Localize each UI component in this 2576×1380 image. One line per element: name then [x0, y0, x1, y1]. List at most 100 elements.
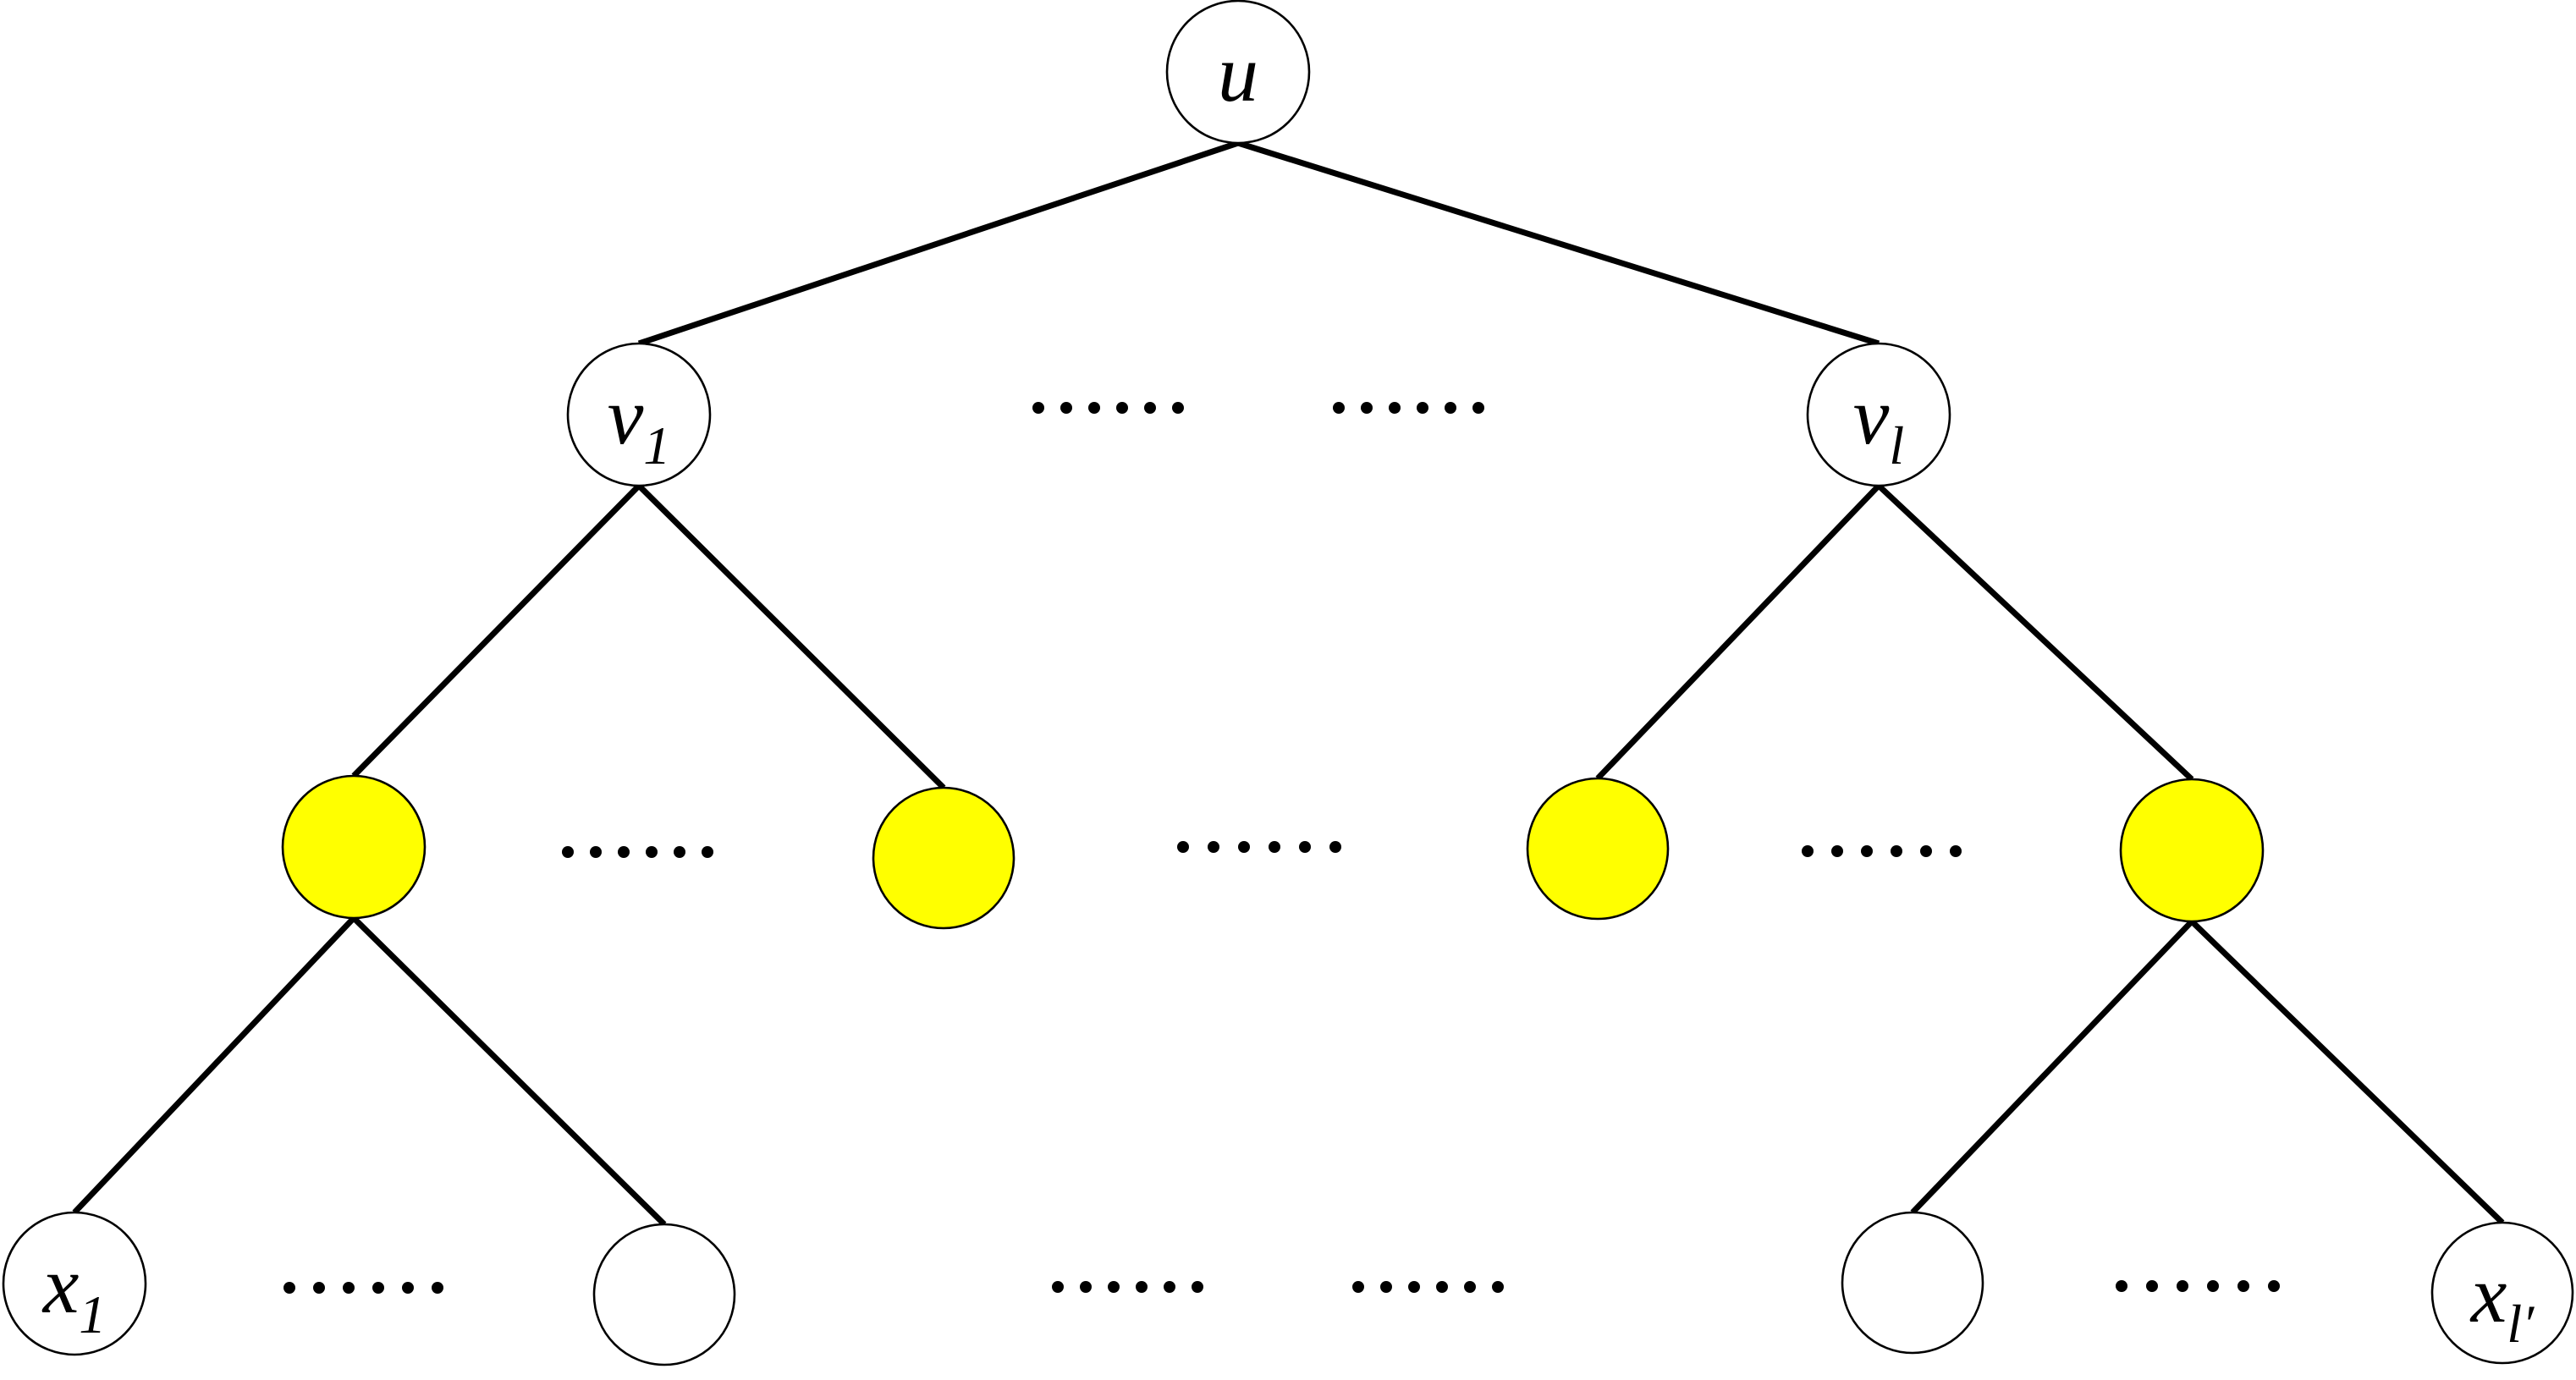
node-y4-circle	[2119, 778, 2265, 923]
ellipsis-dot	[1333, 402, 1345, 414]
ellipsis-dot	[590, 846, 602, 858]
ellipsis-dots-highlighted-2	[562, 846, 713, 858]
ellipsis-dot	[1361, 402, 1373, 414]
ellipsis-dot	[402, 1282, 414, 1294]
node-v1-label-subscript: 1	[643, 415, 670, 476]
ellipsis-dot	[1192, 1281, 1203, 1293]
ellipsis-dot	[2207, 1280, 2219, 1292]
edge-u-v1	[637, 140, 1240, 347]
edge-v1-y2	[636, 483, 946, 790]
ellipsis-dots-leaf-6	[1052, 1281, 1203, 1293]
node-y2-circle	[872, 786, 1016, 930]
node-vl-circle	[1806, 342, 1951, 487]
node-u-circle	[1165, 0, 1311, 145]
ellipsis-dot	[618, 846, 630, 858]
edge-vl-y4	[1876, 483, 2194, 782]
ellipsis-dot	[1208, 841, 1219, 853]
ellipsis-dots-highlighted-4	[1802, 845, 1962, 857]
node-y3-circle	[1526, 777, 1670, 921]
ellipsis-dot	[674, 846, 685, 858]
ellipsis-dot	[2146, 1280, 2158, 1292]
ellipsis-dot	[1445, 402, 1456, 414]
ellipsis-dot	[1269, 841, 1280, 853]
ellipsis-dot	[1052, 1281, 1064, 1293]
ellipsis-dot	[1088, 402, 1100, 414]
node-c1	[592, 1223, 736, 1366]
ellipsis-dot	[313, 1282, 325, 1294]
ellipsis-dot	[1172, 402, 1184, 414]
node-x1-label-subscript: 1	[79, 1284, 106, 1344]
node-c2	[1841, 1211, 1984, 1355]
ellipsis-dot	[702, 846, 713, 858]
ellipsis-dot	[2116, 1280, 2127, 1292]
node-xl-label: xl′	[2469, 1249, 2535, 1354]
ellipsis-dot	[1238, 841, 1250, 853]
edge-y4-xl	[2189, 919, 2505, 1225]
ellipsis-dot	[1492, 1281, 1504, 1293]
node-v1-circle	[566, 342, 712, 487]
ellipsis-dot	[1032, 402, 1044, 414]
ellipsis-dot	[1144, 402, 1156, 414]
ellipsis-dot	[1408, 1281, 1420, 1293]
node-v1-label: v1	[608, 371, 671, 476]
ellipsis-dot	[343, 1282, 355, 1294]
node-u-label: u	[1218, 28, 1258, 118]
ellipsis-dot	[1891, 845, 1902, 857]
node-xl-label-subscript: l′	[2507, 1294, 2535, 1354]
node-x1: x1	[2, 1211, 147, 1356]
node-vl-label: vl	[1853, 371, 1904, 476]
node-y2	[872, 786, 1016, 930]
edge-y4-c2	[1910, 919, 2194, 1215]
node-x1-label: x1	[41, 1240, 107, 1344]
ellipsis-dot	[2237, 1280, 2249, 1292]
node-x1-circle	[2, 1211, 147, 1356]
node-v1-label-main: v	[608, 371, 644, 461]
node-vl-label-main: v	[1853, 371, 1890, 461]
ellipsis-dot	[372, 1282, 384, 1294]
ellipsis-dot	[1920, 845, 1932, 857]
ellipsis-dot	[1389, 402, 1401, 414]
ellipsis-dots-leaf-7	[1352, 1281, 1504, 1293]
ellipsis-dot	[1352, 1281, 1364, 1293]
ellipsis-dots-highlighted-3	[1177, 841, 1341, 853]
node-xl-label-main: x	[2469, 1249, 2507, 1339]
node-vl-label-subscript: l	[1889, 415, 1904, 476]
node-c2-circle	[1841, 1211, 1984, 1355]
ellipsis-dot	[1831, 845, 1843, 857]
edge-v1-y1	[351, 483, 641, 778]
node-y4	[2119, 778, 2265, 923]
ellipsis-dots-leaf-5	[283, 1282, 443, 1294]
ellipsis-layer	[283, 402, 2280, 1294]
ellipsis-dots-leaf-8	[2116, 1280, 2280, 1292]
node-v1: v1	[566, 342, 712, 487]
ellipsis-dot	[1299, 841, 1311, 853]
ellipsis-dot	[1472, 402, 1484, 414]
ellipsis-dot	[562, 846, 574, 858]
node-x1-label-main: x	[41, 1240, 80, 1330]
ellipsis-dot	[1329, 841, 1341, 853]
ellipsis-dot	[1164, 1281, 1175, 1293]
ellipsis-dot	[1436, 1281, 1448, 1293]
ellipsis-dot	[283, 1282, 295, 1294]
edge-y1-c1	[351, 915, 667, 1227]
node-xl-circle	[2430, 1221, 2574, 1365]
node-y3	[1526, 777, 1670, 921]
ellipsis-dot	[1116, 402, 1128, 414]
ellipsis-dot	[1417, 402, 1428, 414]
ellipsis-dot	[646, 846, 658, 858]
node-y1-circle	[281, 774, 427, 920]
ellipsis-dot	[1080, 1281, 1092, 1293]
node-vl: vl	[1806, 342, 1951, 487]
ellipsis-dot	[1464, 1281, 1476, 1293]
edges-layer	[72, 140, 2505, 1227]
ellipsis-dot	[2268, 1280, 2280, 1292]
edge-u-vl	[1236, 140, 1880, 347]
ellipsis-dots-internal-v-0	[1032, 402, 1184, 414]
ellipsis-dot	[1060, 402, 1072, 414]
edge-y1-x1	[72, 915, 356, 1215]
ellipsis-dot	[1108, 1281, 1120, 1293]
ellipsis-dots-internal-v-1	[1333, 402, 1484, 414]
